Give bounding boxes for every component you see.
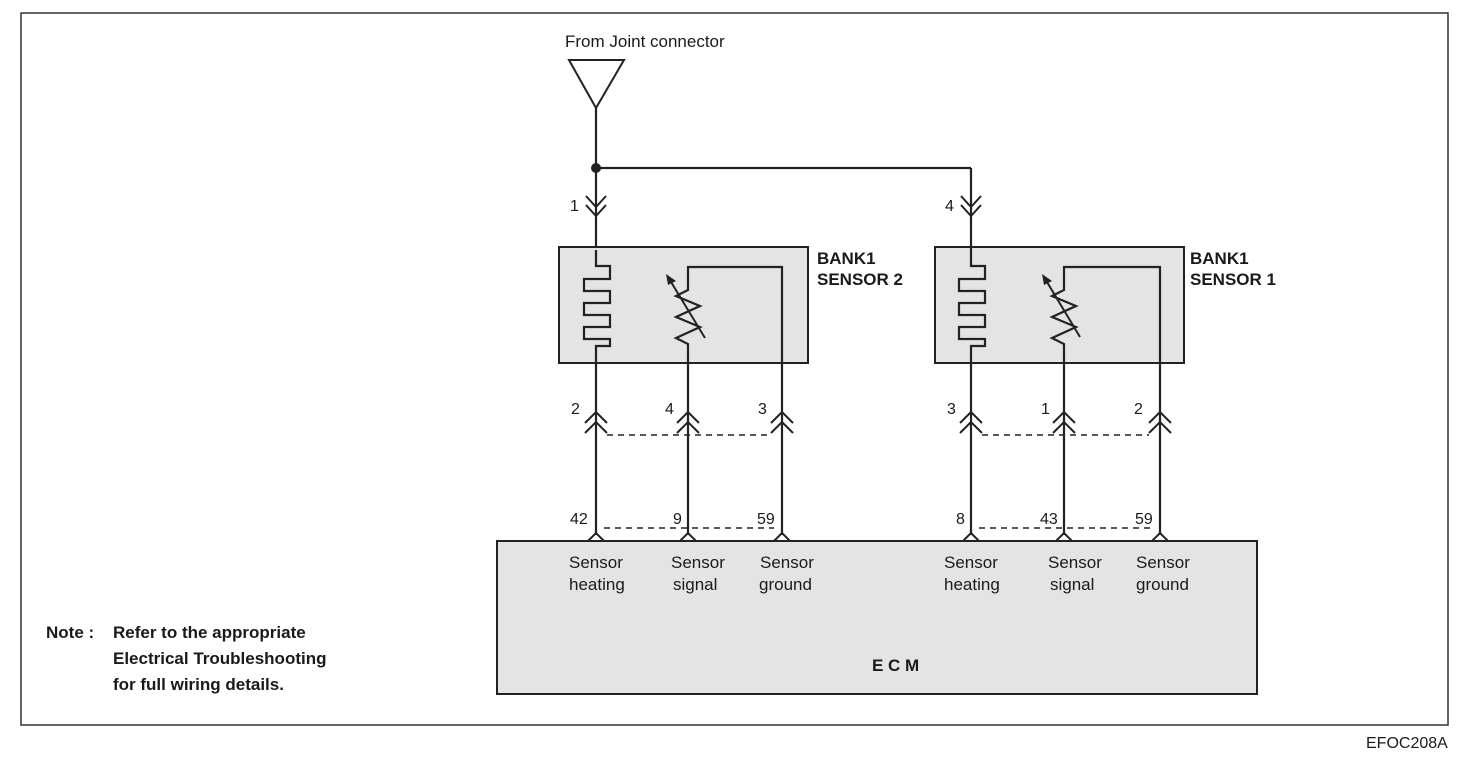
sensor1-heater-icon [957, 248, 987, 363]
sensor2-variable-resistor-icon [666, 265, 784, 363]
ecm-pin-59-right: 59 [1135, 511, 1153, 528]
ecm-function-1-line1: Sensor [569, 553, 623, 572]
diagram-frame [20, 12, 1449, 726]
sensor2-pin-ground: 3 [758, 401, 767, 418]
signal-wires [594, 363, 1162, 535]
splice-dot [591, 163, 601, 173]
sensor1-pin-signal: 1 [1041, 401, 1050, 418]
supply-connector-sensor1 [960, 195, 982, 218]
sensor1-pin-ground: 2 [1134, 401, 1143, 418]
ecm-box [496, 540, 1258, 695]
note-prefix: Note : [46, 623, 94, 642]
ecm-function-3-line2: ground [759, 575, 812, 594]
ecm-function-6-line2: ground [1136, 575, 1189, 594]
sensor1-variable-resistor-icon [1042, 265, 1162, 363]
ecm-pin-9: 9 [673, 511, 682, 528]
supply-connector-sensor2 [585, 195, 607, 218]
joint-connector-symbol [567, 59, 626, 111]
ecm-title: E C M [872, 656, 919, 675]
sensor2-supply-pin: 1 [570, 198, 579, 215]
figure-code: EFOC208A [1366, 735, 1448, 752]
ecm-pin-59-left: 59 [757, 511, 775, 528]
note-line2: Electrical Troubleshooting [113, 649, 326, 668]
sensor2-title-line1: BANK1 [817, 249, 876, 268]
sensor1-supply-pin: 4 [945, 198, 954, 215]
ecm-function-2-line1: Sensor [671, 553, 725, 572]
ecm-connectors [587, 527, 1169, 542]
ecm-pin-43: 43 [1040, 511, 1058, 528]
sensor2-pin-signal: 4 [665, 401, 674, 418]
ecm-function-5-line2: signal [1050, 575, 1094, 594]
sensor1-pin-heating: 3 [947, 401, 956, 418]
sensor2-title-line2: SENSOR 2 [817, 270, 903, 289]
mid-connectors [584, 410, 1172, 436]
sensor2-heater-icon [582, 250, 612, 363]
ecm-pin-8: 8 [956, 511, 965, 528]
supply-wires [591, 108, 973, 250]
note-line3: for full wiring details. [113, 675, 284, 694]
sensor1-title-line1: BANK1 [1190, 249, 1249, 268]
ecm-function-6-line1: Sensor [1136, 553, 1190, 572]
ecm-function-2-line2: signal [673, 575, 717, 594]
ecm-pin-42: 42 [570, 511, 588, 528]
joint-connector-label: From Joint connector [565, 32, 725, 51]
ecm-function-1-line2: heating [569, 575, 625, 594]
note-line1: Refer to the appropriate [113, 623, 306, 642]
ecm-function-4-line2: heating [944, 575, 1000, 594]
ecm-function-4-line1: Sensor [944, 553, 998, 572]
ecm-function-5-line1: Sensor [1048, 553, 1102, 572]
sensor2-pin-heating: 2 [571, 401, 580, 418]
sensor1-title-line2: SENSOR 1 [1190, 270, 1276, 289]
ecm-function-3-line1: Sensor [760, 553, 814, 572]
